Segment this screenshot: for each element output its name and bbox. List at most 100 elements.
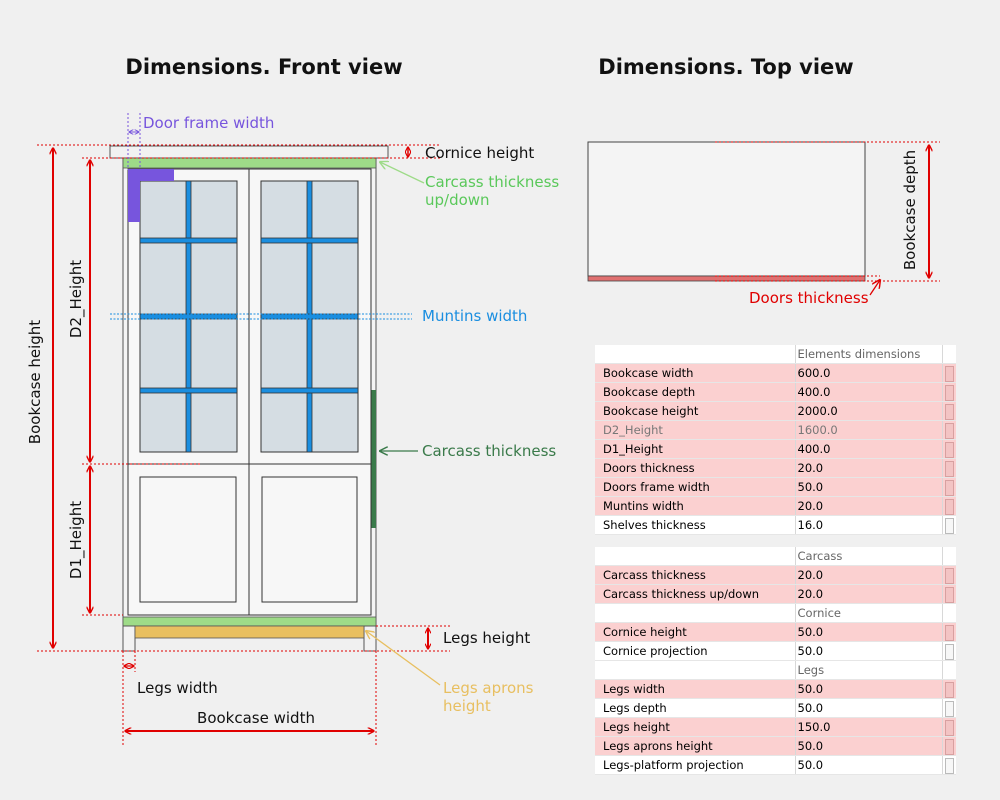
row-handle-icon xyxy=(944,681,954,698)
row-label: Cornice height xyxy=(595,622,795,642)
group-title: Cornice xyxy=(794,603,942,623)
door-frame-width-marker xyxy=(128,169,174,222)
row-value[interactable]: 600.0 xyxy=(794,363,942,383)
row-value[interactable]: 400.0 xyxy=(794,439,942,459)
table-group-header: Elements dimensions xyxy=(595,345,956,364)
row-label: D1_Height xyxy=(595,439,795,459)
row-handle-icon xyxy=(944,479,954,496)
row-handle-icon xyxy=(944,498,954,515)
row-label: Legs-platform projection xyxy=(595,755,795,775)
row-value[interactable]: 20.0 xyxy=(794,458,942,478)
row-value[interactable]: 50.0 xyxy=(794,641,942,661)
row-value[interactable]: 16.0 xyxy=(794,515,942,535)
row-label: Legs height xyxy=(595,717,795,737)
row-value[interactable]: 50.0 xyxy=(794,736,942,756)
row-value[interactable]: 50.0 xyxy=(794,698,942,718)
row-handle-icon xyxy=(944,567,954,584)
carcass-top-panel xyxy=(122,157,377,169)
row-handle[interactable] xyxy=(941,622,956,642)
muntins-width-dim xyxy=(110,313,412,320)
row-handle[interactable] xyxy=(941,584,956,604)
extension-lines xyxy=(37,144,450,745)
row-value[interactable]: 2000.0 xyxy=(794,401,942,421)
row-handle[interactable] xyxy=(941,382,956,402)
row-handle[interactable] xyxy=(941,496,956,516)
row-handle-icon xyxy=(944,517,954,534)
row-handle-icon xyxy=(944,624,954,641)
row-value[interactable]: 20.0 xyxy=(794,496,942,516)
row-label: Doors thickness xyxy=(595,458,795,478)
carcass-updown-label-2: up/down xyxy=(425,191,490,209)
row-handle[interactable] xyxy=(941,698,956,718)
leg-right xyxy=(363,625,377,652)
row-handle[interactable] xyxy=(941,515,956,535)
carcass-side-panel xyxy=(371,390,376,528)
row-label: Legs width xyxy=(595,679,795,699)
doors-thickness-leader xyxy=(869,280,880,296)
row-handle[interactable] xyxy=(941,679,956,699)
top-view-doors xyxy=(587,275,866,282)
group-title: Legs xyxy=(794,660,942,680)
bookcase-front xyxy=(109,145,389,652)
row-value[interactable]: 1600.0 xyxy=(794,420,942,440)
row-handle[interactable] xyxy=(941,363,956,383)
row-handle-icon xyxy=(944,403,954,420)
group-end xyxy=(941,345,956,364)
row-handle[interactable] xyxy=(941,565,956,585)
row-value[interactable]: 50.0 xyxy=(794,755,942,775)
row-label: Legs depth xyxy=(595,698,795,718)
group-spacer xyxy=(595,547,795,566)
row-value[interactable]: 20.0 xyxy=(794,584,942,604)
group-spacer xyxy=(595,603,795,623)
row-handle-icon xyxy=(944,586,954,603)
row-handle[interactable] xyxy=(941,736,956,756)
row-value[interactable]: 50.0 xyxy=(794,679,942,699)
group-spacer xyxy=(595,660,795,680)
row-value[interactable]: 150.0 xyxy=(794,717,942,737)
row-value[interactable]: 50.0 xyxy=(794,622,942,642)
bookcase-top: Bookcase depth Doors thickness xyxy=(587,141,940,307)
row-value[interactable]: 50.0 xyxy=(794,477,942,497)
group-end xyxy=(941,603,956,623)
row-handle[interactable] xyxy=(941,458,956,478)
row-handle[interactable] xyxy=(941,401,956,421)
muntins-width-label: Muntins width xyxy=(422,307,527,325)
bookcase-width-label: Bookcase width xyxy=(197,709,315,727)
row-handle-icon xyxy=(944,422,954,439)
panel-left xyxy=(139,476,237,603)
door-frame-width-label: Door frame width xyxy=(143,114,274,132)
row-handle[interactable] xyxy=(941,439,956,459)
muntins-right xyxy=(260,180,359,453)
table-group-header: Cornice xyxy=(595,603,956,623)
table-group-header: Legs xyxy=(595,660,956,680)
row-handle[interactable] xyxy=(941,717,956,737)
row-handle[interactable] xyxy=(941,420,956,440)
row-value[interactable]: 20.0 xyxy=(794,565,942,585)
row-handle[interactable] xyxy=(941,755,956,775)
table-group-header: Carcass xyxy=(595,547,956,566)
legs-aprons-label-1: Legs aprons xyxy=(443,679,534,697)
row-value[interactable]: 400.0 xyxy=(794,382,942,402)
row-handle[interactable] xyxy=(941,477,956,497)
row-label: Carcass thickness xyxy=(595,565,795,585)
row-label: Bookcase depth xyxy=(595,382,795,402)
row-handle[interactable] xyxy=(941,641,956,661)
